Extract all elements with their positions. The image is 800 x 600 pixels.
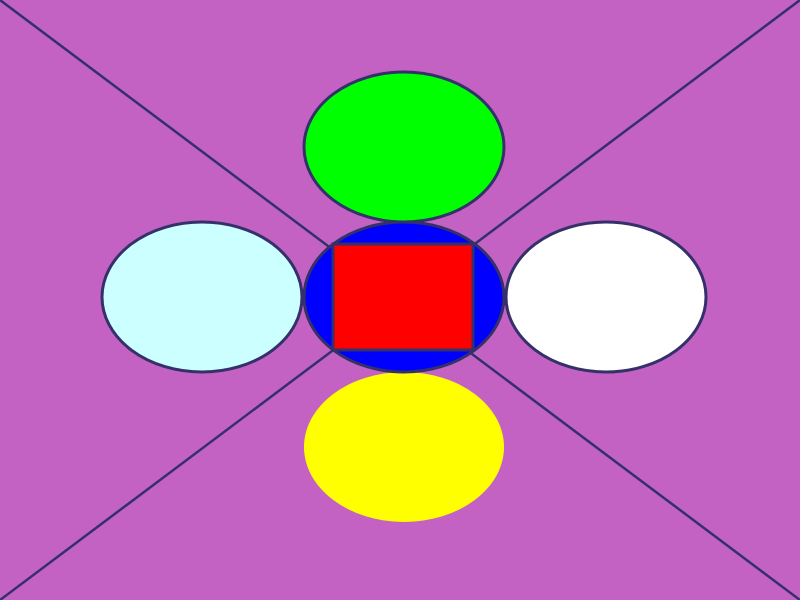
right-ellipse — [504, 220, 708, 374]
top-ellipse — [302, 70, 506, 224]
bottom-ellipse — [304, 372, 504, 522]
center-square — [331, 242, 475, 352]
left-ellipse — [100, 220, 304, 374]
